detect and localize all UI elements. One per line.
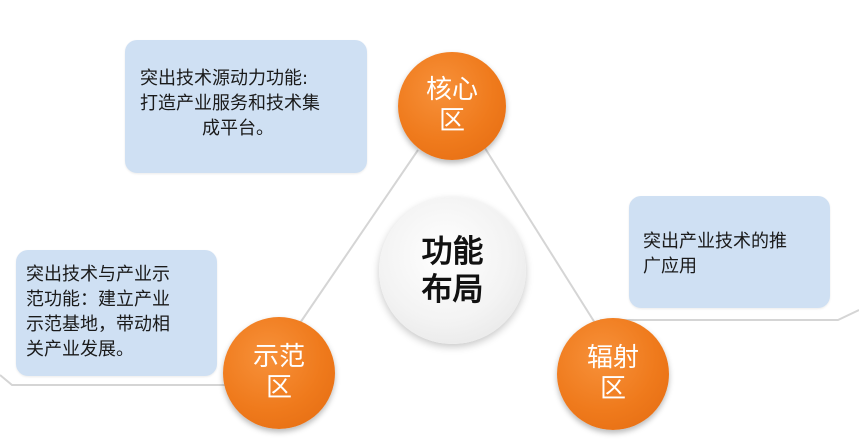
demo-desc-line-1: 突出技术与产业示 xyxy=(26,264,170,285)
core-desc-line-1: 突出技术源动力功能: xyxy=(140,68,309,89)
radiation-desc-line-1: 突出产业技术的推 xyxy=(643,231,787,252)
radiation-description-box: 突出产业技术的推 广应用 xyxy=(629,196,830,308)
core-node-line-2: 区 xyxy=(438,106,465,136)
radiation-node-line-2: 区 xyxy=(599,374,626,404)
demo-desc-line-3: 示范基地，带动相 xyxy=(26,314,170,335)
demo-zone-node: 示范 区 xyxy=(223,317,335,429)
connector-core-demo xyxy=(284,149,419,346)
demo-description-box: 突出技术与产业示 范功能：建立产业 示范基地，带动相 关产业发展。 xyxy=(16,250,217,376)
center-label-line-1: 功能 xyxy=(421,233,484,270)
demo-node-line-1: 示范 xyxy=(252,342,305,372)
connector-core-radiation xyxy=(482,144,613,351)
function-layout-center-circle: 功能 布局 xyxy=(379,197,526,344)
radiation-node-line-1: 辐射 xyxy=(586,343,639,373)
core-desc-line-3: 成平台。 xyxy=(202,118,274,139)
center-label-line-2: 布局 xyxy=(421,271,484,308)
core-zone-node: 核心 区 xyxy=(398,52,506,160)
radiation-zone-node: 辐射 区 xyxy=(557,318,669,430)
demo-node-line-2: 区 xyxy=(265,373,292,403)
connector-radiation-right-tail xyxy=(600,309,859,321)
demo-desc-line-4: 关产业发展。 xyxy=(26,339,134,360)
demo-desc-line-2: 范功能：建立产业 xyxy=(26,289,170,310)
core-description-box: 突出技术源动力功能: 打造产业服务和技术集 成平台。 xyxy=(125,40,367,173)
connector-demo-left-tail xyxy=(0,374,230,386)
core-desc-line-2: 打造产业服务和技术集 xyxy=(140,93,320,114)
radiation-desc-line-2: 广应用 xyxy=(643,256,697,277)
core-node-line-1: 核心 xyxy=(425,75,478,105)
